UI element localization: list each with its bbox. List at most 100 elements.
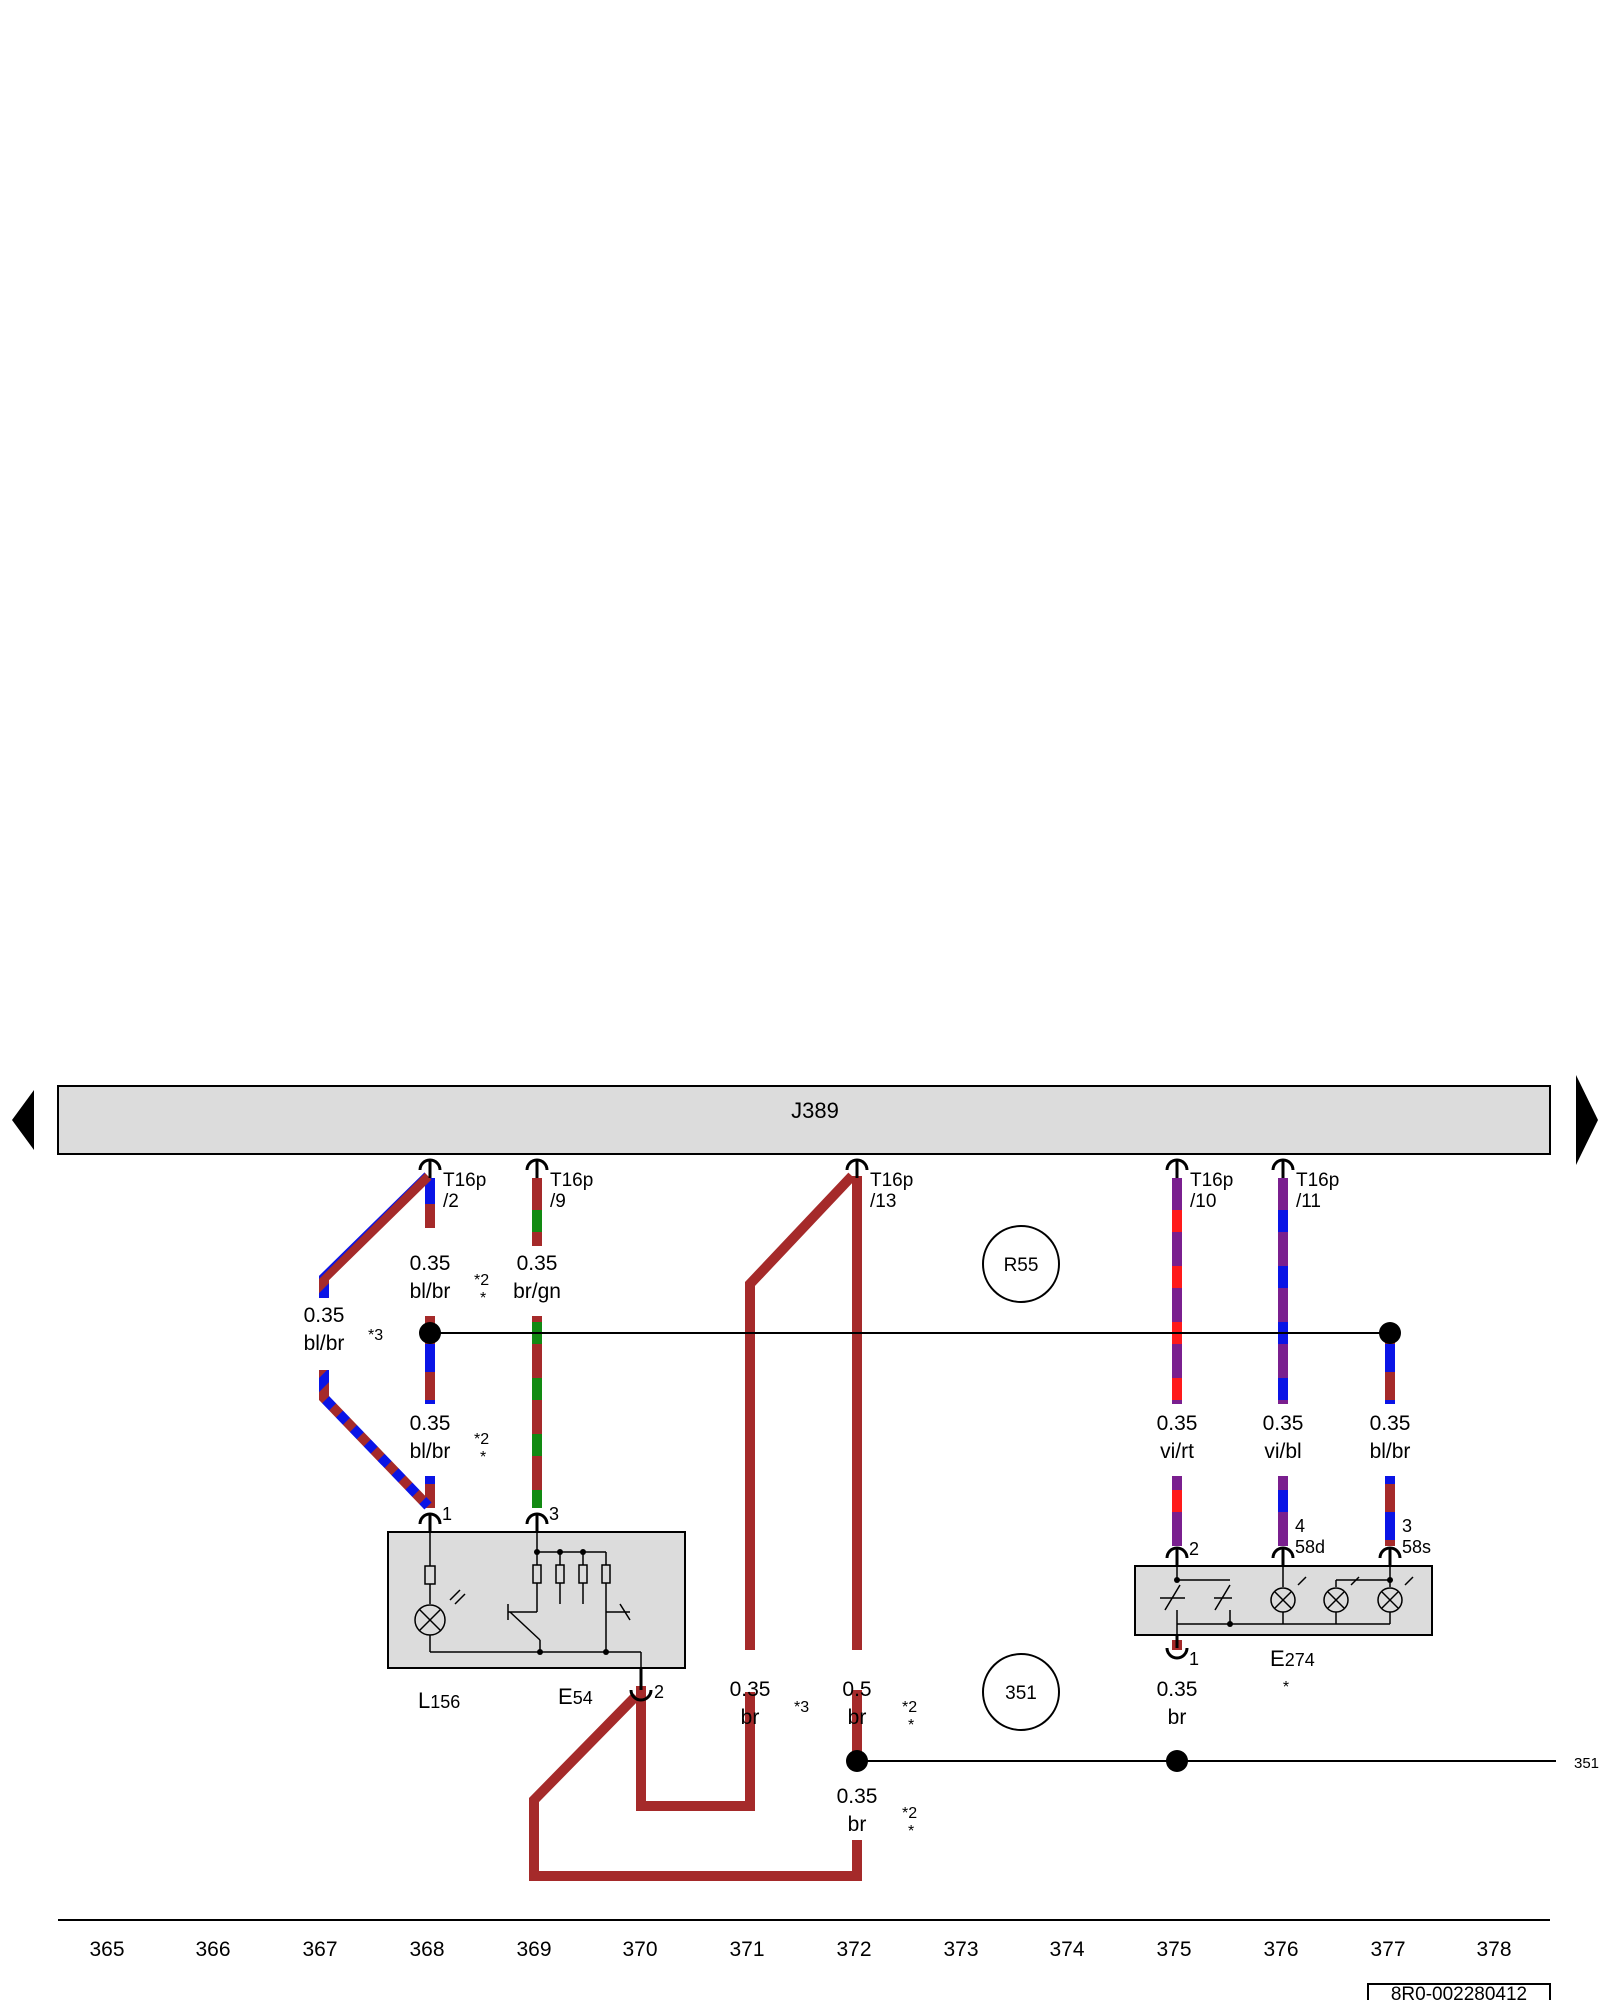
connector-pin: /13 [870,1191,896,1212]
wire-375-bottom [1172,1476,1182,1546]
reference-label: R55 [1004,1255,1039,1276]
wire-size-label: 0.35 [730,1678,771,1701]
grid-number: 367 [302,1938,337,1961]
wire-note: *2 [474,1272,489,1289]
reference-circle-351[interactable] [982,1653,1060,1731]
internal-node [1387,1577,1393,1583]
connector-pin: /2 [443,1191,459,1212]
grid-number: 368 [409,1938,444,1961]
wire-368-top [425,1178,435,1228]
wire-note: * [480,1449,486,1466]
wire-color-label: bl/br [410,1280,451,1303]
grid-number: 372 [836,1938,871,1961]
wire-367-upper [319,1172,432,1298]
connector-symbol [1165,1546,1402,1660]
wire-size-label: 0.35 [1157,1412,1198,1435]
component-label-l156: L156 [418,1688,460,1713]
wire-color-label: bl/br [1370,1440,1411,1463]
connector-label: T16p [550,1170,593,1191]
wire-376-top [1278,1178,1288,1404]
edge-reference-label[interactable]: 351 [1574,1755,1599,1772]
wire-note: * [908,1823,914,1840]
internal-node [580,1549,586,1555]
wire-size-label: 0.35 [410,1252,451,1275]
component-number: 274 [1285,1650,1315,1670]
component-label-e54: E54 [558,1684,593,1709]
connector-symbol [418,1512,653,1702]
pin-label: 4 [1295,1516,1305,1536]
pin-label: 2 [654,1682,664,1702]
wire-size-label: 0.35 [517,1252,558,1275]
wire-371-return [636,1686,755,1811]
grid-number: 370 [622,1938,657,1961]
grid-number: 366 [195,1938,230,1961]
grid-number: 377 [1370,1938,1405,1961]
grid-number: 371 [729,1938,764,1961]
wire-size-label: 0.35 [304,1304,345,1327]
wire-color-label: br [741,1706,760,1729]
grid-number: 378 [1476,1938,1511,1961]
previous-page-arrow[interactable] [12,1090,34,1150]
wire-note: * [908,1717,914,1734]
drawing-id-box [1367,1983,1551,2000]
wire-size-label: 0.5 [842,1678,871,1701]
internal-node [1174,1577,1180,1583]
pin-label: 3 [549,1504,559,1524]
wire-size-label: 0.35 [1157,1678,1198,1701]
wire-369-bottom [532,1316,542,1508]
wire-color-label: br/gn [513,1280,561,1303]
wire-368-mid [425,1316,435,1404]
wire-369-top [532,1178,542,1246]
wire-377-bottom [1385,1476,1395,1546]
wire-note: *2 [902,1699,917,1716]
pin-label: 58d [1295,1537,1325,1557]
wire-color-label: bl/br [304,1332,345,1355]
wire-note: *3 [794,1699,809,1716]
control-unit-bar [57,1085,1551,1155]
grid-number: 374 [1049,1938,1084,1961]
drawing-id: 8R0-002280412 [1391,1984,1527,2000]
connector-pin: /10 [1190,1191,1216,1212]
e274-internal-circuit [1160,1566,1414,1635]
grid-number: 376 [1263,1938,1298,1961]
next-page-arrow[interactable] [1576,1075,1598,1165]
pin-label: 2 [1189,1539,1199,1559]
internal-node [1227,1621,1233,1627]
wire-368-bottom [425,1476,435,1508]
pin-label: 1 [442,1504,452,1524]
junction-dot [1379,1322,1401,1344]
wire-371-brown [745,1172,856,1650]
wire-note: * [480,1290,486,1307]
connector-symbol [418,1158,1295,1178]
wire-note: *3 [368,1327,383,1344]
component-label-e274: E274 [1270,1646,1315,1671]
wire-375-top [1172,1178,1182,1404]
grid-number: 369 [516,1938,551,1961]
wire-note: *2 [902,1805,917,1822]
grid-number: 373 [943,1938,978,1961]
connector-label: T16p [1296,1170,1339,1191]
connector-label: T16p [870,1170,913,1191]
wire-note: *2 [474,1431,489,1448]
reference-label: 351 [1005,1683,1037,1704]
internal-node [603,1649,609,1655]
component-code: L [418,1688,430,1713]
wire-370-loop [529,1692,862,1881]
grid-number: 365 [89,1938,124,1961]
component-code: E [1270,1646,1285,1671]
wire-size-label: 0.35 [410,1412,451,1435]
component-number: 54 [573,1688,593,1708]
wire-color-label: br [848,1706,867,1729]
grid-number: 375 [1156,1938,1191,1961]
component-code: E [558,1684,573,1709]
wire-color-label: bl/br [410,1440,451,1463]
wire-376-bottom [1278,1476,1288,1546]
wire-size-label: 0.35 [837,1785,878,1808]
reference-circle-r55 [982,1225,1060,1303]
wire-size-label: 0.35 [1263,1412,1304,1435]
wire-377-top [1385,1340,1395,1404]
connector-label: T16p [443,1170,486,1191]
connector-pin: /9 [550,1191,566,1212]
pin-label: 3 [1402,1516,1412,1536]
